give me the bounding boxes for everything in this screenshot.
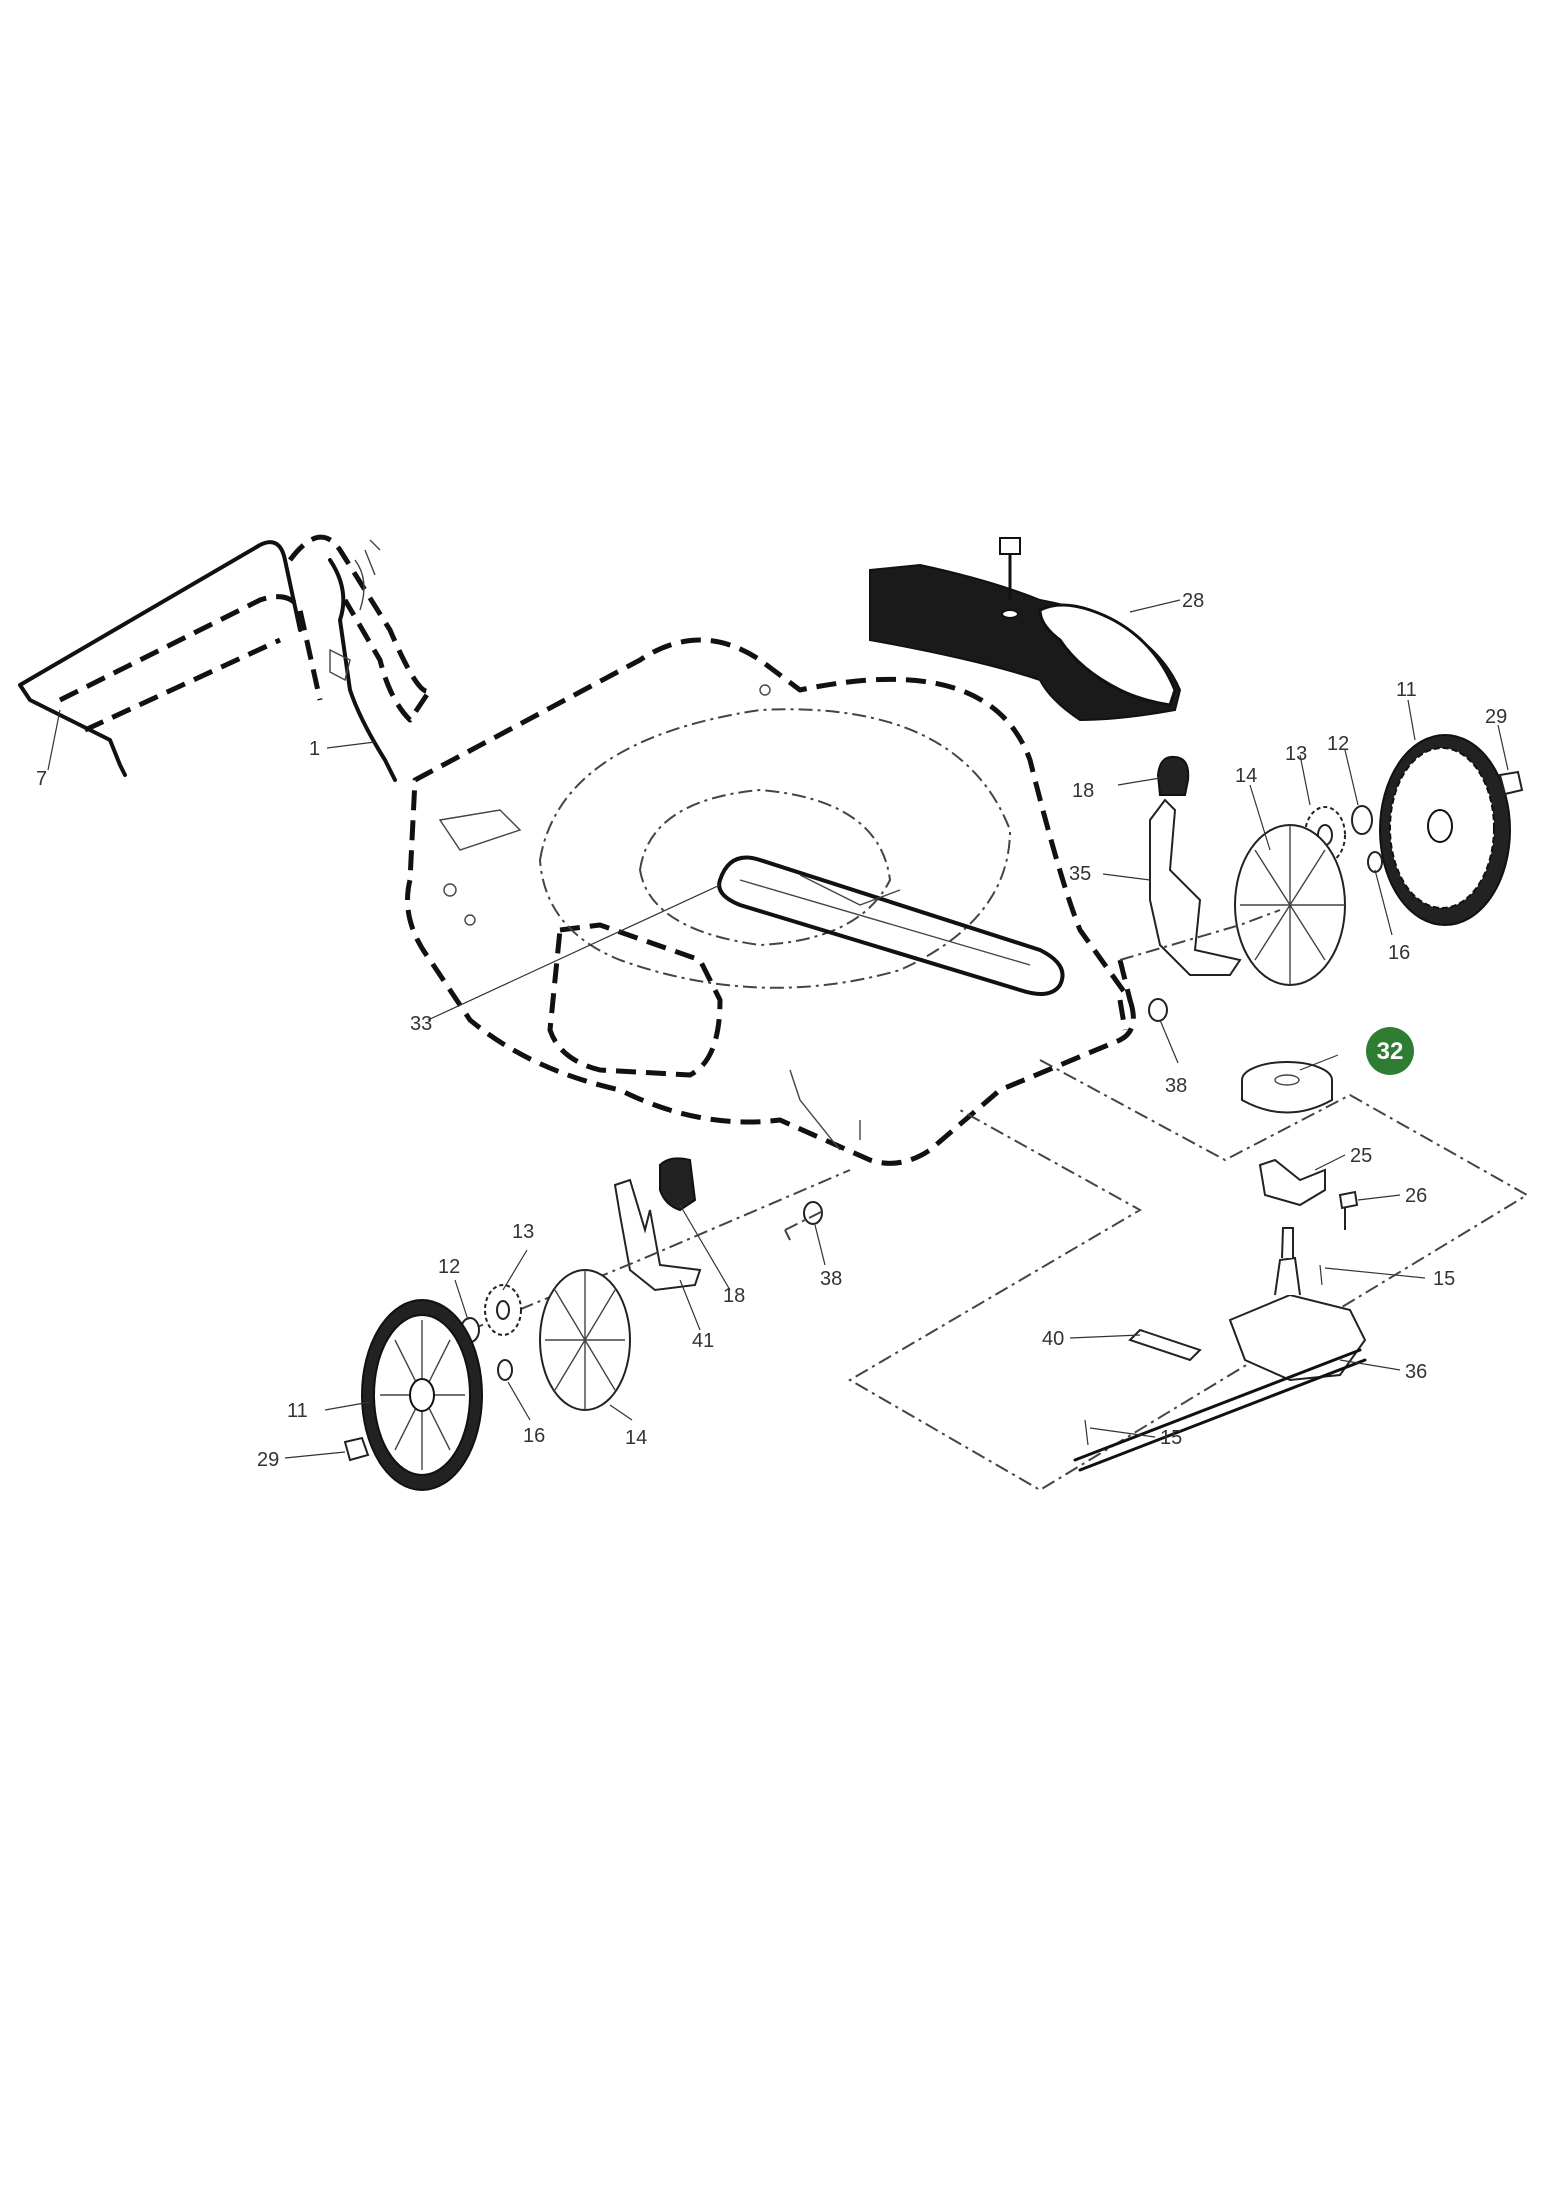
- callout-15-bottom: 15: [1160, 1427, 1182, 1449]
- left-height-adjuster: [613, 1157, 702, 1292]
- callout-15-top: 15: [1433, 1268, 1455, 1290]
- callout-14-left: 14: [625, 1427, 647, 1449]
- belt-guide-bracket: [1258, 1158, 1326, 1207]
- bracket-screw: [1338, 1190, 1359, 1230]
- left-bushing-line: [784, 1209, 826, 1241]
- left-hubcap-nut: [343, 1436, 370, 1462]
- left-axle-line: [469, 1169, 851, 1331]
- callout-1: 1: [309, 738, 320, 760]
- right-washer: [1351, 805, 1373, 835]
- callout-41: 41: [692, 1330, 714, 1352]
- callout-29-right: 29: [1485, 706, 1507, 728]
- callout-13-left: 13: [512, 1221, 534, 1243]
- highlight-badge-circle[interactable]: [1366, 1027, 1414, 1075]
- leader-lines: [47, 599, 1509, 1459]
- callout-14-right: 14: [1235, 765, 1257, 787]
- return-spring: [1128, 1328, 1202, 1362]
- drive-pulley: [1241, 1061, 1333, 1114]
- callout-11-left: 11: [287, 1400, 308, 1422]
- callout-35: 35: [1069, 863, 1091, 885]
- callout-labels: 1 7 28 11 29 12 13 14 18 35 16 38 33 32 …: [36, 590, 1507, 1471]
- callout-26: 26: [1405, 1185, 1427, 1207]
- callout-7: 7: [36, 768, 47, 790]
- left-pinion-gear: [484, 1284, 522, 1336]
- callout-29-left: 29: [257, 1449, 279, 1471]
- handle-assembly: [18, 534, 433, 782]
- right-hubcap-nut: [1498, 770, 1524, 796]
- callout-12-right: 12: [1327, 733, 1349, 755]
- callout-36: 36: [1405, 1361, 1427, 1383]
- callout-18-left: 18: [723, 1285, 745, 1307]
- mower-deck: [405, 637, 1136, 1166]
- transmission: [1228, 1227, 1367, 1382]
- callout-32[interactable]: 32: [1377, 1038, 1404, 1065]
- callout-40: 40: [1042, 1328, 1064, 1350]
- callout-38-left: 38: [820, 1268, 842, 1290]
- left-washer-small: [497, 1359, 513, 1381]
- callout-11-right: 11: [1396, 679, 1417, 701]
- callout-13-right: 13: [1285, 743, 1307, 765]
- drive-belt: [717, 855, 1065, 996]
- right-washer-small: [1367, 851, 1383, 873]
- transmission-box: [848, 1059, 1529, 1492]
- mulch-plug: [869, 537, 1182, 722]
- callout-25: 25: [1350, 1145, 1372, 1167]
- left-bushing: [803, 1201, 823, 1225]
- highlighted-part-badge[interactable]: 32: [1366, 1027, 1414, 1075]
- left-wheel-gear: [539, 1269, 631, 1411]
- right-height-adjuster: [1149, 755, 1242, 976]
- callout-16-left: 16: [523, 1425, 545, 1447]
- left-rear-wheel: [361, 1299, 483, 1491]
- callout-28: 28: [1182, 590, 1204, 612]
- axle-pin-bottom: [1084, 1419, 1089, 1446]
- right-wheel-gear: [1234, 824, 1346, 986]
- callout-33: 33: [410, 1013, 432, 1035]
- callout-12-left: 12: [438, 1256, 460, 1278]
- drive-axle: [1073, 1348, 1367, 1472]
- axle-pin-top: [1319, 1264, 1323, 1286]
- callout-38-right: 38: [1165, 1075, 1187, 1097]
- right-rear-wheel: [1379, 734, 1511, 926]
- right-bushing: [1148, 998, 1168, 1022]
- callout-16-right: 16: [1388, 942, 1410, 964]
- callout-18-right: 18: [1072, 780, 1094, 802]
